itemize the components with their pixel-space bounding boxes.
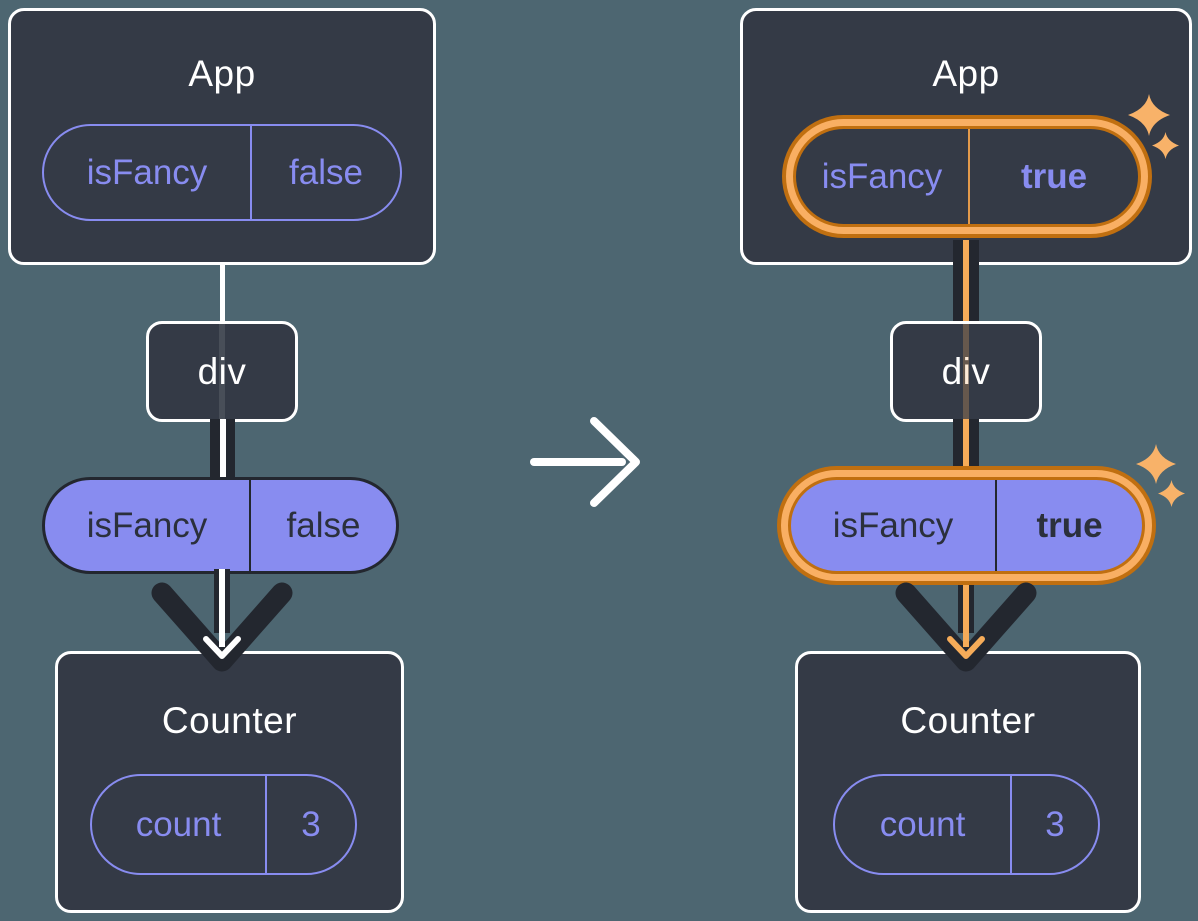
state-name: count [135, 804, 222, 844]
state-pill: count 3 [90, 774, 357, 875]
counter-card: Counter count 3 [55, 651, 404, 913]
prop-value: false [249, 480, 396, 571]
sparkle-icon [1128, 94, 1170, 136]
state-pill-highlighted: isFancy true [793, 126, 1141, 227]
right-arrow-icon [530, 417, 640, 507]
component-title: App [188, 53, 256, 94]
prop-pill: isFancy false [42, 477, 399, 574]
app-card: App isFancy true [740, 8, 1192, 265]
prop-name: isFancy [832, 505, 954, 545]
prop-pill-highlighted: isFancy true [788, 477, 1145, 574]
connector-through-div [963, 324, 969, 419]
div-label: div [941, 350, 991, 392]
state-name: isFancy [821, 156, 943, 196]
state-name: count [879, 804, 966, 844]
down-arrow-icon [151, 569, 293, 672]
state-value: 3 [1010, 776, 1098, 873]
state-pill: isFancy false [42, 124, 402, 221]
app-card: App isFancy false [8, 8, 436, 265]
div-box: div [890, 321, 1042, 422]
state-value: true [968, 129, 1138, 224]
div-label: div [197, 350, 247, 392]
component-title: Counter [161, 700, 298, 741]
connector-app-div [953, 240, 979, 324]
prop-value: true [995, 480, 1142, 571]
div-box: div [146, 321, 298, 422]
state-name: isFancy [86, 152, 208, 192]
sparkle-icon [1158, 480, 1185, 507]
component-title: Counter [900, 700, 1036, 741]
connector-through-div [219, 324, 225, 419]
down-arrow-icon [895, 582, 1037, 672]
connector-div-prop [953, 419, 979, 472]
sparkle-icon [1136, 444, 1176, 484]
connector-div-prop [210, 419, 235, 480]
state-pill: count 3 [833, 774, 1100, 875]
connector-app-div [220, 262, 225, 326]
component-title: App [932, 53, 1000, 94]
state-value: false [250, 126, 400, 219]
sparkle-icon [1152, 132, 1179, 159]
prop-name: isFancy [86, 505, 208, 545]
counter-card: Counter count 3 [795, 651, 1141, 913]
state-value: 3 [265, 776, 355, 873]
